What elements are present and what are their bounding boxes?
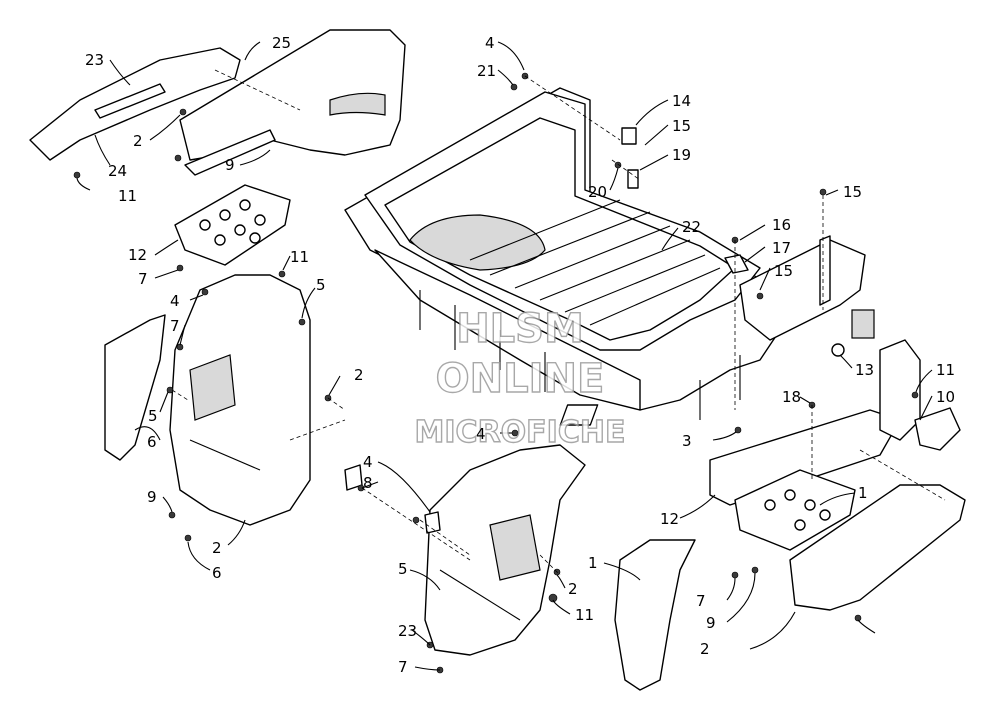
callout-5: 5 xyxy=(316,276,326,294)
callout-4: 8 xyxy=(363,474,373,492)
rear-bumper-assembly xyxy=(739,235,875,357)
callout-16: 16 xyxy=(772,216,791,234)
callout-6: 1 xyxy=(588,554,598,572)
callout-9: 12 xyxy=(660,510,679,528)
leader-lines xyxy=(76,41,933,671)
callout-2: 2 xyxy=(354,366,364,384)
callout-4: 4 xyxy=(485,34,495,52)
callout-10: 10 xyxy=(936,388,955,406)
callout-12: 1 xyxy=(858,484,868,502)
callout-11: 11 xyxy=(290,248,309,266)
callout-labels: 23 25 4 21 14 15 19 2 24 9 11 20 22 15 1… xyxy=(85,34,955,676)
callout-14: 14 xyxy=(672,92,691,110)
callout-20: 20 xyxy=(588,183,607,201)
watermark-line-3: MICROFICHE xyxy=(415,415,626,450)
callout-18: 3 xyxy=(682,432,692,450)
callout-9: 23 xyxy=(398,622,417,640)
callout-22: 22 xyxy=(682,218,701,236)
callout-4: 4 xyxy=(170,292,180,310)
callout-17: 17 xyxy=(772,239,791,257)
callout-12: 12 xyxy=(128,246,147,264)
watermark-line-2: ONLINE xyxy=(436,356,605,402)
right-fender-panel xyxy=(789,339,966,611)
callout-1: 5 xyxy=(398,560,408,578)
callout-2: 7 xyxy=(398,658,408,676)
left-mud-flap xyxy=(104,314,166,461)
callout-2: 6 xyxy=(212,564,222,582)
callout-2: 2 xyxy=(133,132,143,150)
callout-24: 24 xyxy=(108,162,127,180)
callout-5: 5 xyxy=(148,407,158,425)
callout-2: 18 xyxy=(782,388,801,406)
callout-11: 11 xyxy=(118,187,137,205)
left-footrest-plate xyxy=(174,184,291,266)
left-rear-fender xyxy=(169,274,311,526)
callout-13: 13 xyxy=(855,361,874,379)
callout-15: 15 xyxy=(774,262,793,280)
assembly-lines xyxy=(171,69,946,576)
callout-19: 19 xyxy=(672,146,691,164)
callout-23: 2 xyxy=(700,640,710,658)
callout-7: 7 xyxy=(170,317,180,335)
callout-2: 11 xyxy=(575,606,594,624)
callout-5: 2 xyxy=(568,580,578,598)
callout-7: 7 xyxy=(138,270,148,288)
cargo-box xyxy=(344,87,781,426)
callout-9: 9 xyxy=(225,156,235,174)
callout-3: 4 xyxy=(363,453,373,471)
watermark-line-1: HLSM xyxy=(456,306,584,352)
callout-7: 9 xyxy=(706,614,716,632)
right-rear-fender xyxy=(424,444,586,656)
callout-21: 21 xyxy=(477,62,496,80)
right-mud-flap xyxy=(614,539,696,691)
hardware xyxy=(73,72,919,674)
callout-1: 2 xyxy=(212,539,222,557)
right-footrest xyxy=(709,409,901,551)
callout-15: 15 xyxy=(672,117,691,135)
upper-left-fender xyxy=(29,29,406,176)
callout-25: 25 xyxy=(272,34,291,52)
callout-11: 11 xyxy=(936,361,955,379)
callout-4: 4 xyxy=(476,425,486,443)
callout-23: 23 xyxy=(85,51,104,69)
callout-15: 15 xyxy=(843,183,862,201)
callout-8: 9 xyxy=(147,488,157,506)
callout-6: 6 xyxy=(147,433,157,451)
watermark: HLSM ONLINE MICROFICHE xyxy=(414,305,626,450)
callout-11: 7 xyxy=(696,592,706,610)
